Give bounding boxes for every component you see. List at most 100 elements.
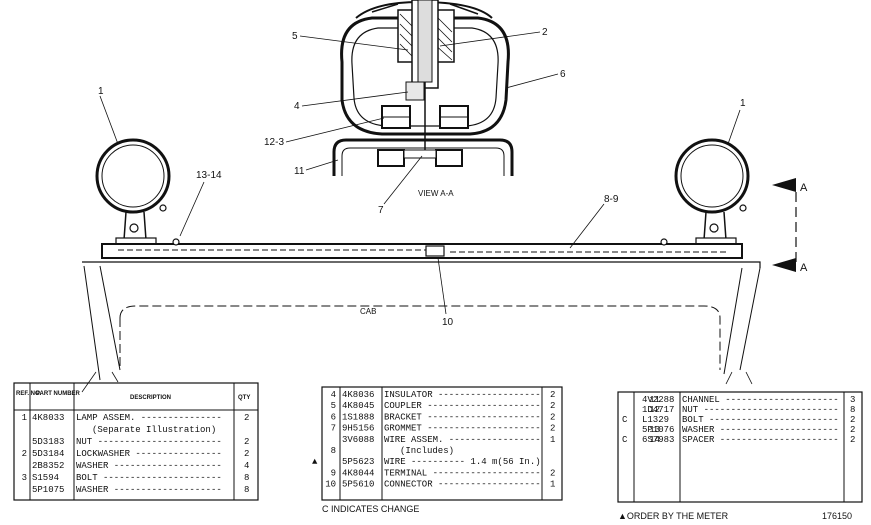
- row-qty: 2: [244, 449, 249, 459]
- figure-number: 176150: [822, 511, 852, 521]
- callout-11: 11: [294, 166, 305, 177]
- row-description: SPACER ----------------------: [682, 435, 839, 445]
- row-ref-no: 4: [331, 390, 336, 400]
- row-description: (Includes): [400, 446, 454, 456]
- row-ref-no: 14: [649, 435, 660, 445]
- row-ref-no: 12: [649, 405, 660, 415]
- row-qty: 2: [850, 425, 855, 435]
- row-qty: 2: [850, 415, 855, 425]
- change-note: C INDICATES CHANGE: [322, 504, 419, 514]
- row-ref-no: 3: [22, 473, 27, 483]
- row-mark: C: [622, 415, 628, 425]
- row-mark: ▲: [312, 457, 318, 467]
- row-ref-no: 10: [325, 480, 336, 490]
- row-part-number: 9H5156: [342, 424, 374, 434]
- row-part-number: 4K8033: [32, 413, 64, 423]
- row-ref-no: 8: [331, 446, 336, 456]
- row-part-number: 4V2288: [642, 395, 674, 405]
- row-description: LOCKWASHER ----------------: [76, 449, 222, 459]
- callout-7: 7: [378, 205, 384, 216]
- row-description: BRACKET ---------------------: [384, 412, 541, 422]
- cab-outline: [81, 261, 761, 393]
- row-ref-no: 1: [22, 413, 27, 423]
- row-part-number: 2B8352: [32, 461, 64, 471]
- col-header-description: DESCRIPTION: [130, 395, 171, 401]
- row-qty: 2: [244, 413, 249, 423]
- left-lamp: [95, 95, 171, 245]
- row-part-number: 4K8045: [342, 401, 374, 411]
- col-header-qty: QTY: [238, 395, 250, 401]
- row-qty: 1: [550, 480, 555, 490]
- row-part-number: 5D3183: [32, 437, 64, 447]
- row-ref-no: 9: [331, 468, 336, 478]
- mounting-bar: [101, 181, 743, 315]
- row-description: CHANNEL ---------------------: [682, 395, 839, 405]
- row-ref-no: 5: [331, 401, 336, 411]
- row-description: WASHER ----------------------: [682, 425, 839, 435]
- row-part-number: 5D3184: [32, 449, 64, 459]
- row-part-number: 4K8036: [342, 390, 374, 400]
- row-part-number: L1329: [642, 415, 669, 425]
- row-description: WASHER --------------------: [76, 461, 222, 471]
- row-description: NUT -----------------------: [76, 437, 222, 447]
- callout-1-left: 1: [98, 86, 104, 97]
- row-qty: 2: [550, 390, 555, 400]
- row-part-number: S1594: [32, 473, 59, 483]
- row-ref-no: 7: [331, 424, 336, 434]
- row-mark: C: [622, 435, 628, 445]
- callout-10: 10: [442, 317, 454, 328]
- section-label-a-top: A: [800, 182, 808, 194]
- view-a-a-label: VIEW A-A: [418, 189, 454, 198]
- row-description: CONNECTOR -------------------: [384, 480, 541, 490]
- callout-2: 2: [542, 27, 548, 38]
- parts-table-1: REF. NO. PART NUMBER DESCRIPTION QTY 1 4K…: [13, 382, 259, 501]
- row-description: NUT -------------------------: [682, 405, 839, 415]
- row-qty: 8: [850, 405, 855, 415]
- col-header-ref: REF. NO.: [16, 391, 42, 397]
- row-part-number: 1D4717: [642, 405, 674, 415]
- row-qty: 8: [244, 485, 249, 495]
- row-description: INSULATOR -------------------: [384, 390, 541, 400]
- callout-5: 5: [292, 31, 298, 42]
- parts-table-2: 4 4K8036 INSULATOR ------------------- 2 5 4K…: [312, 386, 563, 501]
- row-qty: 1: [550, 435, 555, 445]
- row-description: WIRE ASSEM. -----------------: [384, 435, 541, 445]
- right-lamp: [674, 109, 750, 245]
- meter-note: ▲ORDER BY THE METER: [618, 511, 729, 521]
- row-description: COUPLER ---------------------: [384, 401, 541, 411]
- callout-4: 4: [294, 101, 300, 112]
- row-description: WASHER --------------------: [76, 485, 222, 495]
- row-description: BOLT ----------------------: [76, 473, 222, 483]
- row-part-number: 3V6088: [342, 435, 374, 445]
- row-part-number: 5P1076: [642, 425, 674, 435]
- col-header-part: PART NUMBER: [36, 391, 81, 397]
- row-ref-no: 2: [22, 449, 27, 459]
- callout-12-3: 12-3: [264, 137, 284, 148]
- callout-13-14: 13-14: [196, 170, 222, 181]
- row-description: WIRE ---------- 1.4 m(56 In.): [384, 457, 541, 467]
- callout-6: 6: [560, 69, 566, 80]
- row-qty: 2: [550, 424, 555, 434]
- row-qty: 4: [244, 461, 249, 471]
- row-description: TERMINAL --------------------: [384, 468, 541, 478]
- view-a-a-detail: [285, 0, 559, 205]
- section-arrows: [772, 178, 797, 272]
- row-qty: 3: [850, 395, 855, 405]
- row-qty: 8: [244, 473, 249, 483]
- row-part-number: 5P5610: [342, 480, 374, 490]
- row-part-number: 5P5623: [342, 457, 374, 467]
- row-description: (Separate Illustration): [92, 425, 216, 435]
- row-qty: 2: [244, 437, 249, 447]
- row-part-number: 6S7983: [642, 435, 674, 445]
- row-qty: 2: [550, 468, 555, 478]
- row-qty: 2: [550, 412, 555, 422]
- callout-1-right: 1: [740, 98, 746, 109]
- row-part-number: 4K8044: [342, 468, 374, 478]
- row-part-number: 1S1888: [342, 412, 374, 422]
- row-ref-no: 11: [649, 395, 660, 405]
- row-ref-no: 13: [649, 425, 660, 435]
- row-description: GROMMET ---------------------: [384, 424, 541, 434]
- row-description: BOLT ------------------------: [682, 415, 839, 425]
